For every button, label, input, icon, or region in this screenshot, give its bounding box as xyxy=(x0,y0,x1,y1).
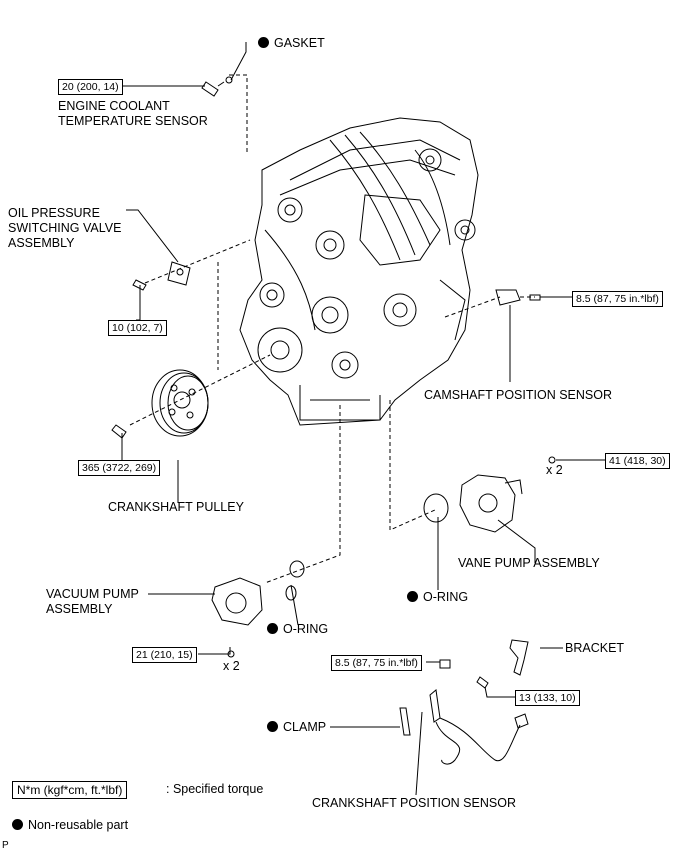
legend-non-reusable: Non-reusable part xyxy=(12,818,128,833)
bracket-torque-box: 13 (133, 10) xyxy=(515,690,580,706)
ect-torque-box: 20 (200, 14) xyxy=(58,79,123,95)
dashed-reference-lines xyxy=(129,74,535,584)
crankshaft-pulley-part xyxy=(111,369,209,439)
vane-pump-part xyxy=(423,456,556,533)
opsv-torque-box: 10 (102, 7) xyxy=(108,320,167,336)
vane-pump-label: VANE PUMP ASSEMBLY xyxy=(458,556,600,570)
vacuum-pump-part xyxy=(211,560,305,658)
vacuum-bolt-quantity: x 2 xyxy=(223,659,240,673)
vacuum-pump-torque-box: 21 (210, 15) xyxy=(132,647,197,663)
ect-sensor-label: ENGINE COOLANT TEMPERATURE SENSOR xyxy=(58,99,208,128)
engine-block xyxy=(239,117,479,426)
leader-lines xyxy=(120,42,605,796)
pulley-torque-box: 365 (3722, 269) xyxy=(78,460,161,476)
legend-torque-box: N*m (kgf*cm, ft.*lbf) xyxy=(12,781,128,799)
vane-bolt-quantity: x 2 xyxy=(546,463,563,477)
non-reusable-dot-icon xyxy=(258,37,269,48)
crankshaft-pulley-label: CRANKSHAFT PULLEY xyxy=(108,500,244,514)
camshaft-sensor-label: CAMSHAFT POSITION SENSOR xyxy=(424,388,612,402)
crankshaft-sensor-part xyxy=(399,639,529,765)
non-reusable-dot-icon xyxy=(407,591,418,602)
o-ring-vane-label: O-RING xyxy=(407,590,468,605)
opsv-part xyxy=(132,261,191,291)
o-ring-vacuum-label: O-RING xyxy=(267,622,328,637)
bracket-label: BRACKET xyxy=(565,641,625,655)
non-reusable-dot-icon xyxy=(267,623,278,634)
vane-pump-torque-box: 41 (418, 30) xyxy=(605,453,670,469)
camshaft-sensor-part xyxy=(495,289,541,306)
corner-mark: P xyxy=(2,840,9,851)
gasket-label: GASKET xyxy=(258,36,325,51)
opsv-label: OIL PRESSURE SWITCHING VALVE ASSEMBLY xyxy=(8,206,122,250)
non-reusable-dot-icon xyxy=(12,819,23,830)
crank-sensor-torque-box: 8.5 (87, 75 in.*lbf) xyxy=(331,655,422,671)
vacuum-pump-label: VACUUM PUMP ASSEMBLY xyxy=(46,587,139,616)
ect-sensor-part xyxy=(201,76,233,97)
camshaft-torque-box: 8.5 (87, 75 in.*lbf) xyxy=(572,291,663,307)
clamp-label: CLAMP xyxy=(267,720,326,735)
crankshaft-sensor-label: CRANKSHAFT POSITION SENSOR xyxy=(312,796,516,810)
non-reusable-dot-icon xyxy=(267,721,278,732)
legend-torque-text: : Specified torque xyxy=(166,782,264,796)
